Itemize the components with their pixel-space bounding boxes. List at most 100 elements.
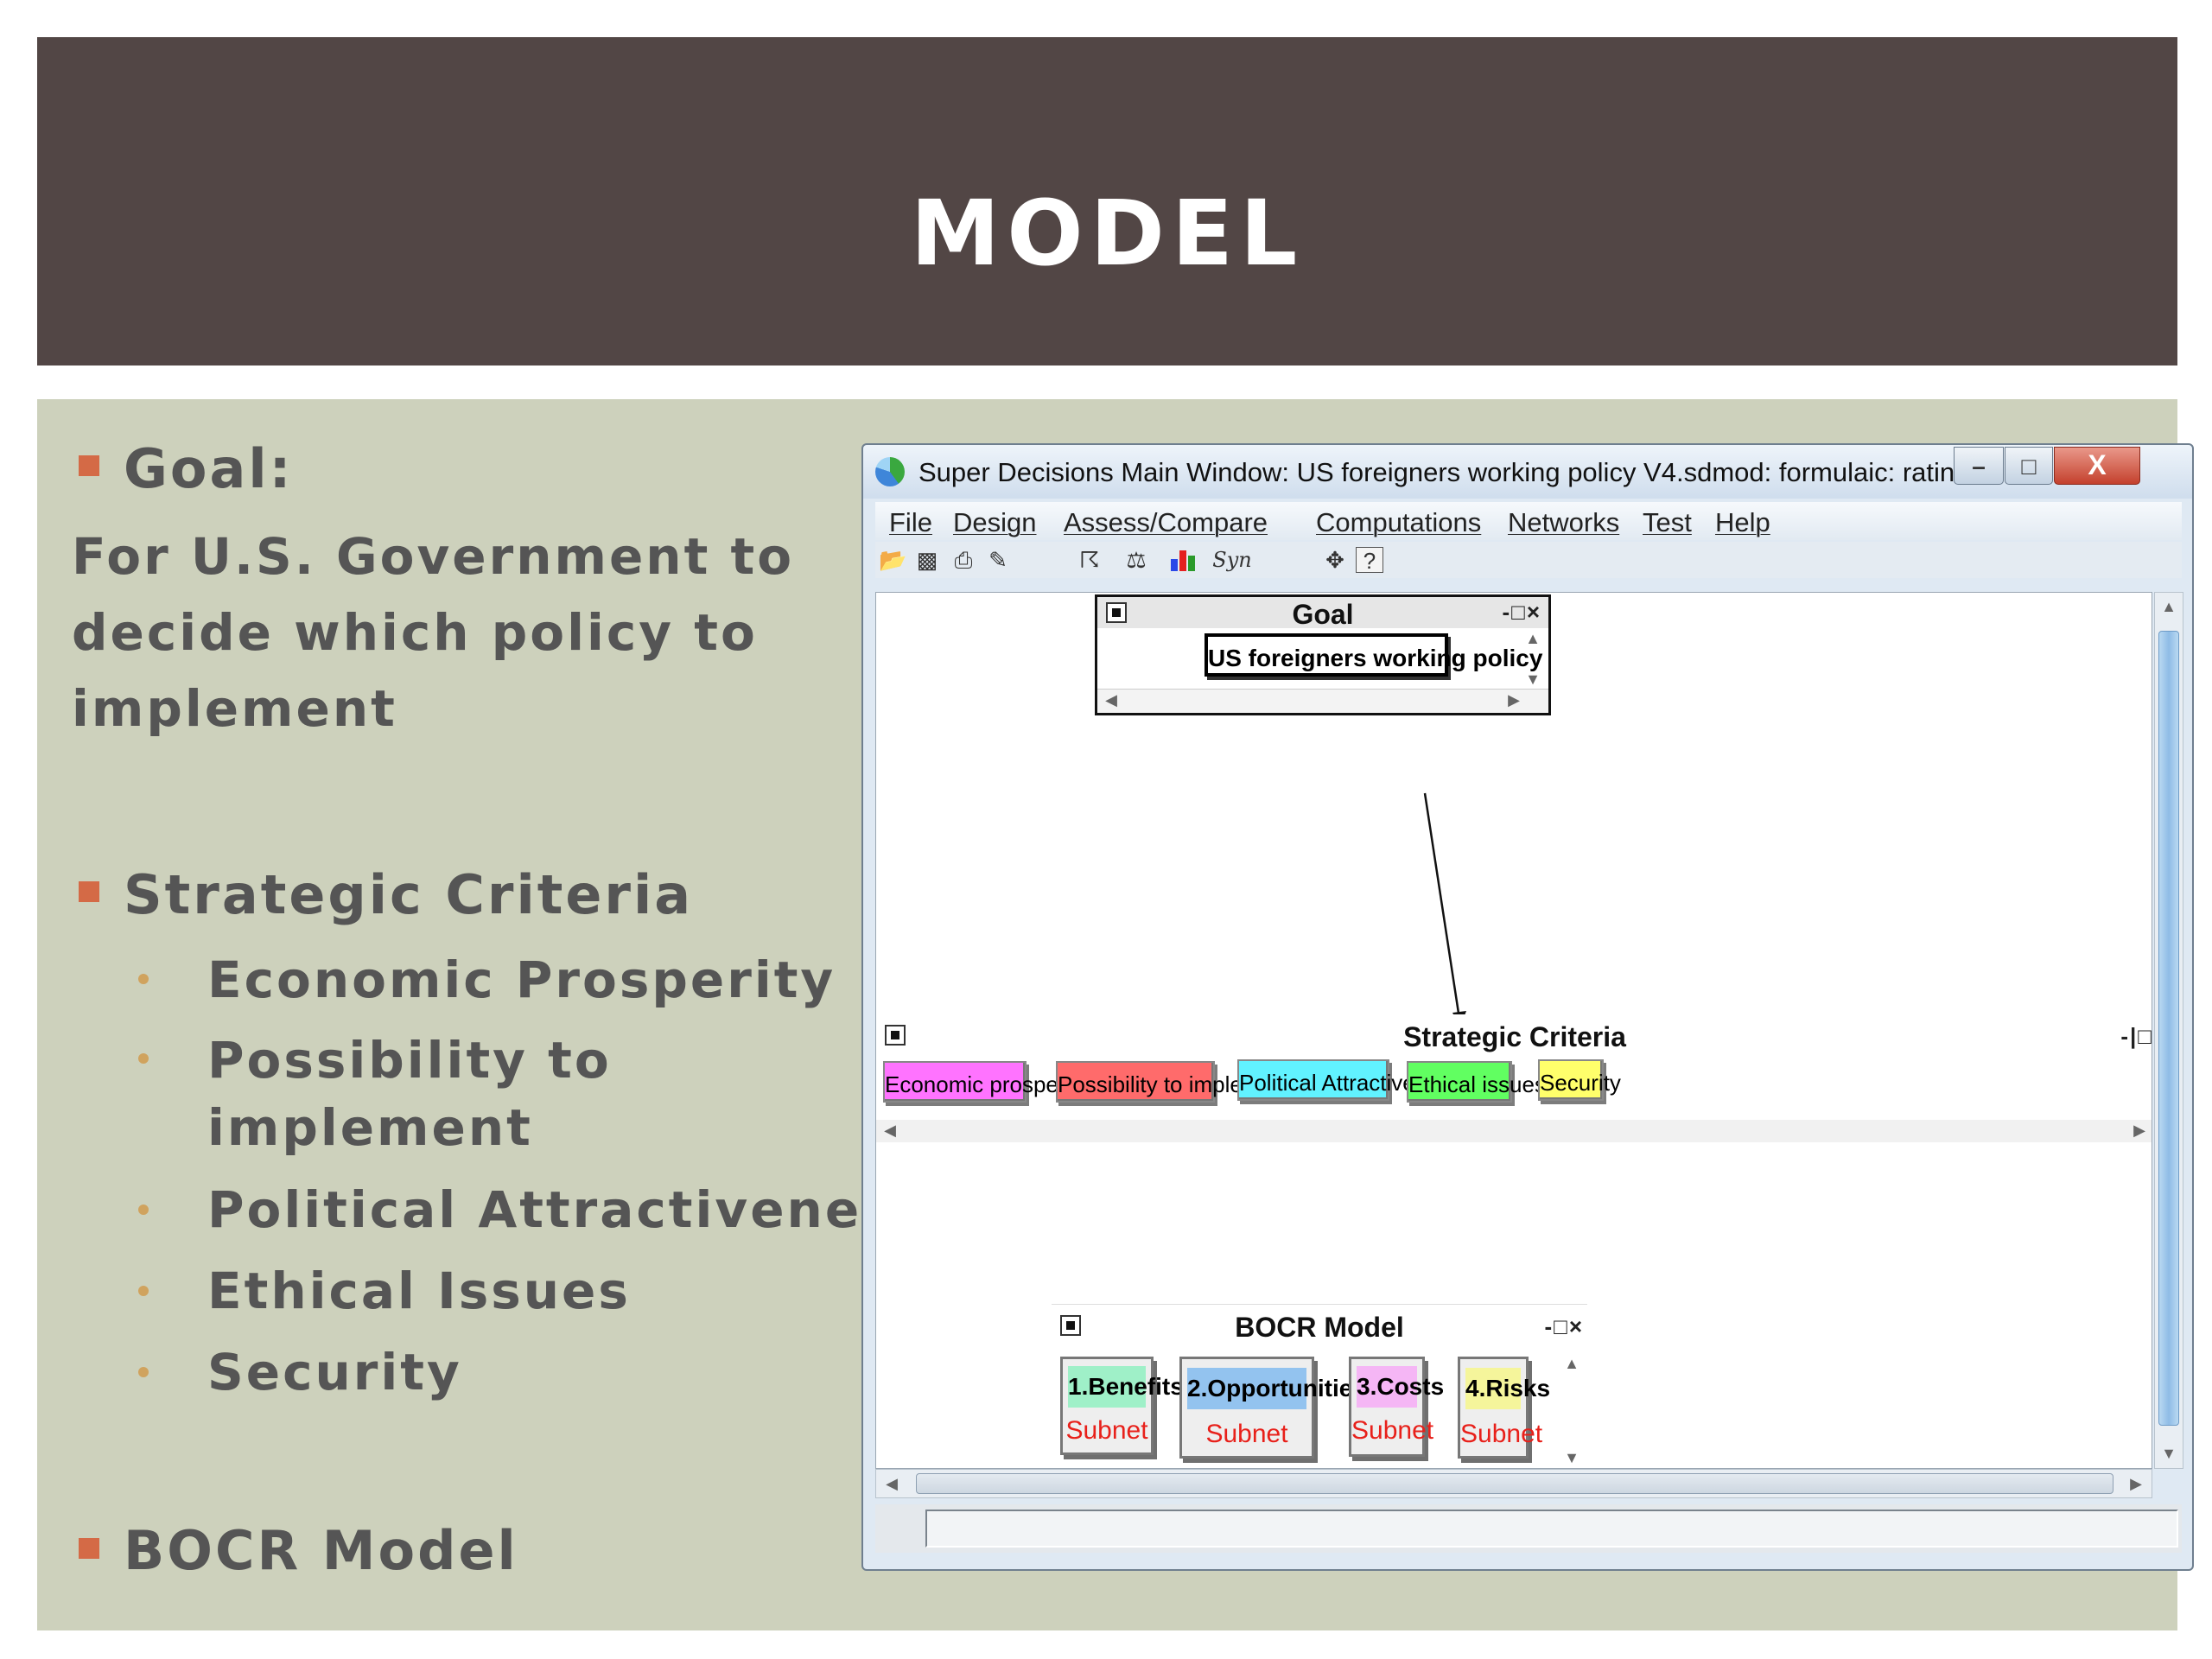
close-icon: X bbox=[2088, 449, 2107, 480]
subnet-opportunities[interactable]: 2.Opportunities Subnet bbox=[1179, 1357, 1366, 1459]
print-icon[interactable]: ⎙ bbox=[954, 547, 973, 573]
menu-design[interactable]: Design bbox=[953, 507, 1037, 537]
scroll-right-icon[interactable]: ▶ bbox=[2133, 1122, 2145, 1139]
scroll-left-icon[interactable]: ◀ bbox=[886, 1475, 898, 1492]
bar-chart-icon[interactable] bbox=[1169, 547, 1197, 573]
subnet-risks[interactable]: 4.Risks Subnet bbox=[1458, 1357, 1550, 1459]
scroll-left-icon[interactable]: ◀ bbox=[1105, 691, 1117, 709]
scroll-right-icon[interactable]: ▶ bbox=[1508, 691, 1520, 709]
node-economic-prosperity[interactable]: Economic prosperity bbox=[883, 1061, 1089, 1103]
window-title: Super Decisions Main Window: US foreigne… bbox=[918, 457, 1977, 487]
bullet-dot-icon bbox=[138, 1053, 149, 1064]
window-titlebar[interactable]: Super Decisions Main Window: US foreigne… bbox=[863, 445, 2192, 499]
bocr-model-cluster[interactable]: BOCR Model -□× 1.Benefits Subnet 2.Oppor… bbox=[1052, 1304, 1587, 1468]
node-label: Political Attractiveness bbox=[1239, 1070, 1463, 1096]
cluster-system-icon[interactable] bbox=[885, 1025, 906, 1046]
menu-assess-compare[interactable]: Assess/Compare bbox=[1064, 507, 1268, 537]
cluster-name: Goal bbox=[1292, 599, 1354, 630]
scroll-up-icon[interactable]: ▲ bbox=[2161, 598, 2177, 615]
synthesize-icon[interactable]: Syn bbox=[1212, 548, 1252, 572]
node-goal[interactable]: US foreigners working policy bbox=[1205, 633, 1543, 677]
criteria-item: Political Attractiveness bbox=[207, 1180, 927, 1239]
bocr-label: BOCR Model bbox=[124, 1519, 518, 1582]
scroll-thumb[interactable] bbox=[916, 1473, 2113, 1494]
subnet-benefits[interactable]: 1.Benefits Subnet bbox=[1060, 1357, 1184, 1455]
node-possibility-to-implement[interactable]: Possibility to implement bbox=[1056, 1061, 1293, 1103]
scroll-down-icon[interactable]: ▼ bbox=[1525, 671, 1541, 688]
node-label: Security bbox=[1540, 1070, 1621, 1096]
close-button[interactable]: X bbox=[2054, 447, 2140, 485]
cluster-header: BOCR Model -□× bbox=[1052, 1305, 1587, 1350]
node-security[interactable]: Security bbox=[1538, 1059, 1621, 1101]
cluster-hscrollbar[interactable]: ◀ ▶ bbox=[876, 1120, 2152, 1142]
node-label: Possibility to implement bbox=[1058, 1071, 1293, 1097]
scroll-up-icon[interactable]: ▲ bbox=[1525, 630, 1541, 647]
slide-title: MODEL bbox=[910, 181, 1305, 286]
scroll-down-icon[interactable]: ▼ bbox=[1564, 1449, 1580, 1466]
app-window: Super Decisions Main Window: US foreigne… bbox=[861, 443, 2194, 1571]
bullet-dot-icon bbox=[138, 1205, 149, 1215]
menu-bar: File Design Assess/Compare Computations … bbox=[875, 502, 2182, 540]
menu-computations[interactable]: Computations bbox=[1316, 507, 1482, 537]
strategic-criteria-cluster[interactable]: Strategic Criteria -|□ Economic prosperi… bbox=[876, 1014, 2152, 1142]
status-bar bbox=[875, 1504, 2182, 1553]
scroll-right-icon[interactable]: ▶ bbox=[2130, 1475, 2142, 1492]
cluster-name: Strategic Criteria bbox=[1403, 1021, 1626, 1052]
goal-text-line: implement bbox=[72, 679, 397, 738]
cluster-window-controls-icon[interactable]: -|□ bbox=[2120, 1023, 2152, 1049]
bullet-dot-icon bbox=[138, 1367, 149, 1377]
criteria-item: Economic Prosperity bbox=[207, 950, 836, 1009]
cluster-hscrollbar[interactable]: ◀ ▶ bbox=[1097, 689, 1548, 713]
cluster-window-controls-icon[interactable]: -□× bbox=[1544, 1313, 1584, 1339]
goal-label: Goal: bbox=[124, 437, 294, 500]
maximize-button[interactable]: □ bbox=[2005, 447, 2053, 485]
toolbar: 📂 ▩ ⎙ ✎ ☈ ⚖ Syn ✥ ? bbox=[875, 542, 2182, 578]
menu-networks[interactable]: Networks bbox=[1508, 507, 1620, 537]
menu-help[interactable]: Help bbox=[1715, 507, 1770, 537]
bullet-dot-icon bbox=[138, 974, 149, 984]
open-folder-icon[interactable]: 📂 bbox=[879, 547, 907, 573]
goal-text-line: For U.S. Government to bbox=[72, 527, 795, 586]
menu-file[interactable]: File bbox=[889, 507, 932, 537]
cluster-system-icon[interactable] bbox=[1106, 602, 1127, 623]
edit-pencil-icon[interactable]: ✎ bbox=[988, 547, 1007, 573]
node-political-attractiveness[interactable]: Political Attractiveness bbox=[1237, 1059, 1463, 1101]
subnet-title: 3.Costs bbox=[1357, 1366, 1444, 1408]
cluster-system-icon[interactable] bbox=[1060, 1315, 1081, 1336]
cluster-scrollbar[interactable]: ▲ ▼ bbox=[1561, 1355, 1582, 1467]
subnet-costs[interactable]: 3.Costs Subnet bbox=[1349, 1357, 1444, 1457]
cluster-window-controls-icon[interactable]: -□× bbox=[1502, 599, 1541, 625]
horizontal-scrollbar[interactable]: ◀ ▶ bbox=[875, 1469, 2152, 1498]
help-icon[interactable]: ? bbox=[1356, 547, 1383, 574]
criteria-item: Ethical Issues bbox=[207, 1262, 631, 1320]
bullet-dot-icon bbox=[138, 1286, 149, 1296]
scroll-thumb[interactable] bbox=[2158, 631, 2179, 1426]
goal-text-line: decide which policy to bbox=[72, 603, 758, 662]
criteria-label: Strategic Criteria bbox=[124, 863, 694, 926]
subnet-label: Subnet bbox=[1065, 1416, 1148, 1445]
maximize-icon: □ bbox=[2021, 453, 2037, 480]
node-ethical-issues[interactable]: Ethical issues bbox=[1407, 1061, 1546, 1103]
slide-header: MODEL bbox=[37, 37, 2177, 365]
goal-cluster[interactable]: Goal -□× US foreigners working policy ▲ … bbox=[1095, 594, 1551, 715]
balance-icon[interactable]: ⚖ bbox=[1126, 547, 1147, 573]
vertical-scrollbar[interactable]: ▲ ▼ bbox=[2154, 592, 2183, 1469]
scroll-down-icon[interactable]: ▼ bbox=[2161, 1445, 2177, 1462]
menu-test[interactable]: Test bbox=[1643, 507, 1692, 537]
node-label: US foreigners working policy bbox=[1208, 645, 1543, 671]
network-icon[interactable]: ☈ bbox=[1079, 547, 1100, 573]
criteria-item: Possibility to bbox=[207, 1031, 612, 1090]
subnet-label: Subnet bbox=[1460, 1420, 1543, 1448]
save-icon[interactable]: ▩ bbox=[916, 547, 938, 573]
bullet-square-icon bbox=[79, 1538, 99, 1559]
node-label: Ethical issues bbox=[1408, 1071, 1546, 1097]
criteria-item: Security bbox=[207, 1343, 462, 1402]
network-canvas[interactable]: Goal -□× US foreigners working policy ▲ … bbox=[875, 592, 2152, 1469]
cluster-scrollbar[interactable]: ▲ ▼ bbox=[1522, 630, 1543, 689]
scroll-up-icon[interactable]: ▲ bbox=[1564, 1355, 1580, 1372]
minimize-button[interactable]: – bbox=[1954, 447, 2004, 485]
scroll-left-icon[interactable]: ◀ bbox=[884, 1122, 896, 1139]
status-field bbox=[925, 1510, 2178, 1548]
move-icon[interactable]: ✥ bbox=[1325, 547, 1344, 573]
cluster-header: Strategic Criteria -|□ bbox=[876, 1014, 2152, 1059]
